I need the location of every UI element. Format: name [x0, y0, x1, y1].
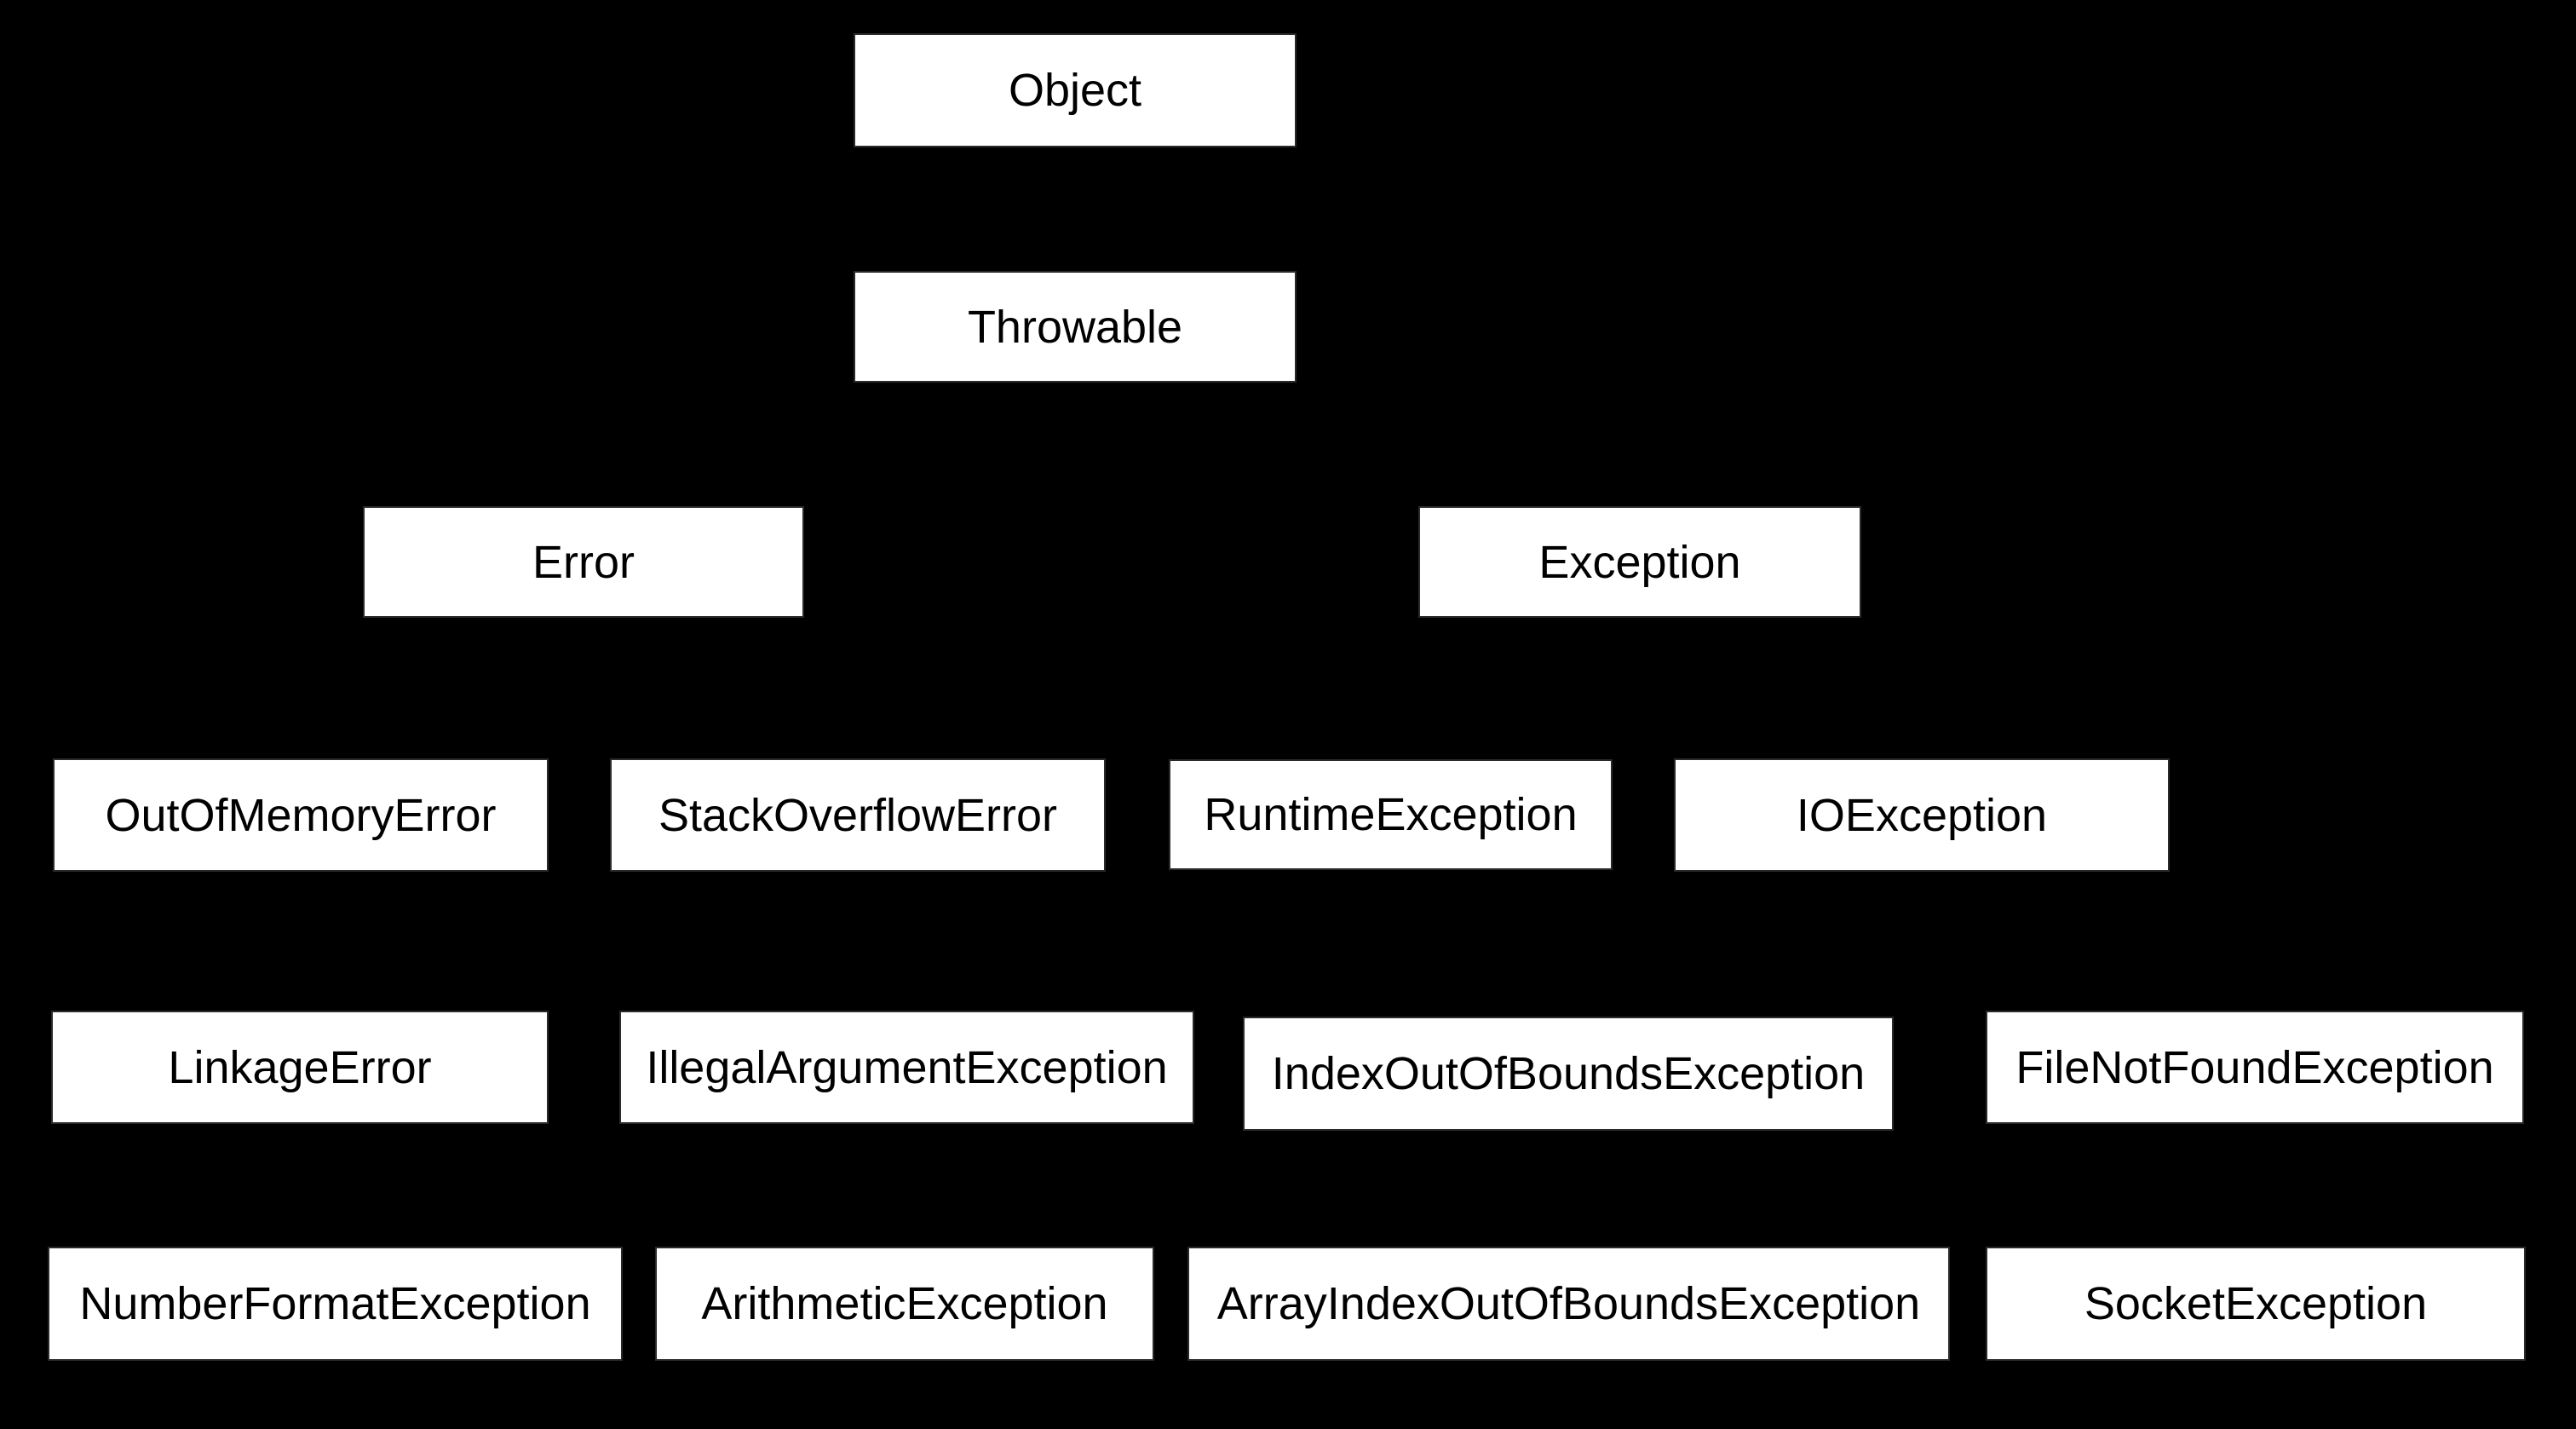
node-illegalargumentexception: IllegalArgumentException	[621, 1012, 1193, 1122]
node-error: Error	[365, 508, 802, 616]
node-runtimeexception: RuntimeException	[1170, 761, 1611, 868]
node-linkageerror: LinkageError	[53, 1012, 547, 1122]
node-exception: Exception	[1420, 508, 1860, 616]
node-outofmemoryerror: OutOfMemoryError	[55, 760, 547, 870]
node-arithmeticexception: ArithmeticException	[657, 1248, 1153, 1359]
node-indexoutofboundsexception: IndexOutOfBoundsException	[1245, 1018, 1892, 1129]
node-numberformatexception: NumberFormatException	[49, 1248, 621, 1359]
node-throwable: Throwable	[855, 273, 1295, 381]
node-ioexception: IOException	[1676, 760, 2168, 870]
node-socketexception: SocketException	[1987, 1248, 2524, 1359]
node-filenotfoundexception: FileNotFoundException	[1987, 1012, 2522, 1122]
node-object: Object	[855, 35, 1295, 146]
node-stackoverflowerror: StackOverflowError	[612, 760, 1104, 870]
node-arrayindexoutofboundsexception: ArrayIndexOutOfBoundsException	[1189, 1248, 1948, 1359]
